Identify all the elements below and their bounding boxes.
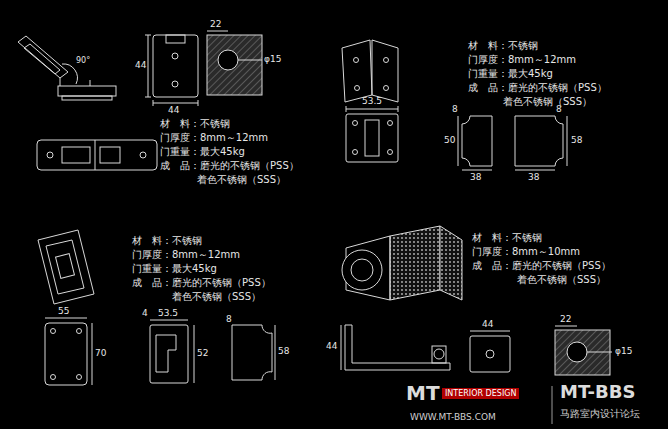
spec-text: 门重量：最大45kg [468, 68, 553, 80]
dimension: 70 [95, 348, 106, 358]
front-view [470, 331, 510, 372]
flat-hinge [37, 140, 157, 170]
spec-text: 门厚度：8mm～12mm [160, 132, 268, 144]
dimension: φ15 [264, 54, 281, 64]
dimension: 44 [168, 105, 179, 115]
dimension: 22 [210, 19, 221, 29]
glass-cutout [232, 325, 275, 380]
spec-text: 成 品：磨光的不锈钢（PSS） [468, 82, 607, 94]
spec-text: 材 料：不锈钢 [160, 118, 230, 130]
hinge-perspective [342, 226, 462, 300]
hinge-perspective [342, 40, 398, 102]
separator [552, 386, 553, 424]
spec-text: 着色不锈钢（SSS） [172, 291, 261, 303]
spec-text: 着色不锈钢（SSS） [503, 96, 592, 108]
spec-text: 成 品：磨光的不锈钢（PSS） [132, 277, 271, 289]
dimension: 44 [482, 319, 493, 329]
watermark: MT-BBS [560, 382, 635, 403]
dimension: 53.5 [158, 308, 178, 318]
watermark: 马路室内设计论坛 [560, 408, 640, 420]
dimension: 52 [197, 348, 208, 358]
watermark: WWW.MT-BBS.COM [410, 412, 496, 422]
dimension: 8 [556, 104, 562, 114]
dimension: 38 [528, 172, 539, 182]
side-view [150, 320, 194, 383]
spec-text: 成 品：磨光的不锈钢（PSS） [472, 260, 611, 272]
dimension: 22 [560, 314, 571, 324]
dimension: 8 [452, 104, 458, 114]
spec-text: 门厚度：8mm～10mm [472, 246, 580, 258]
glass-cutout [207, 31, 262, 95]
dimension: 44 [135, 60, 146, 70]
spec-text: 材 料：不锈钢 [472, 232, 542, 244]
spec-text: 着色不锈钢（SSS） [197, 174, 286, 186]
glass-cutout [555, 326, 612, 375]
front-view [346, 106, 398, 162]
dimension: 50 [444, 135, 455, 145]
section-view [341, 325, 450, 370]
dimension: 38 [470, 172, 481, 182]
watermark: MT [406, 382, 440, 405]
spec-text: 材 料：不锈钢 [468, 40, 538, 52]
dimension: 44 [326, 341, 337, 351]
angled-hinge [18, 36, 116, 100]
dimension: 58 [278, 346, 289, 356]
spec-text: 门重量：最大45kg [132, 263, 217, 275]
angle: 90° [76, 56, 90, 65]
dimension: 55 [58, 306, 69, 316]
spec-text: 门厚度：8mm～12mm [468, 54, 576, 66]
dimension: 53.5 [362, 96, 382, 106]
dimension: 58 [571, 135, 582, 145]
front-view [45, 318, 92, 385]
spec-text: 门厚度：8mm～12mm [132, 249, 240, 261]
spec-text: 着色不锈钢（SSS） [517, 274, 606, 286]
hinge-perspective [38, 230, 94, 304]
spec-text: 门重量：最大45kg [160, 146, 245, 158]
dimension: φ15 [615, 346, 632, 356]
spec-text: 成 品：磨光的不锈钢（PSS） [160, 160, 299, 172]
side-view [458, 116, 567, 170]
watermark: INTERIOR DESIGN [442, 388, 519, 399]
dimension: 4 [142, 308, 148, 318]
dimension: 8 [226, 314, 232, 324]
spec-text: 材 料：不锈钢 [132, 235, 202, 247]
front-view [145, 35, 198, 106]
